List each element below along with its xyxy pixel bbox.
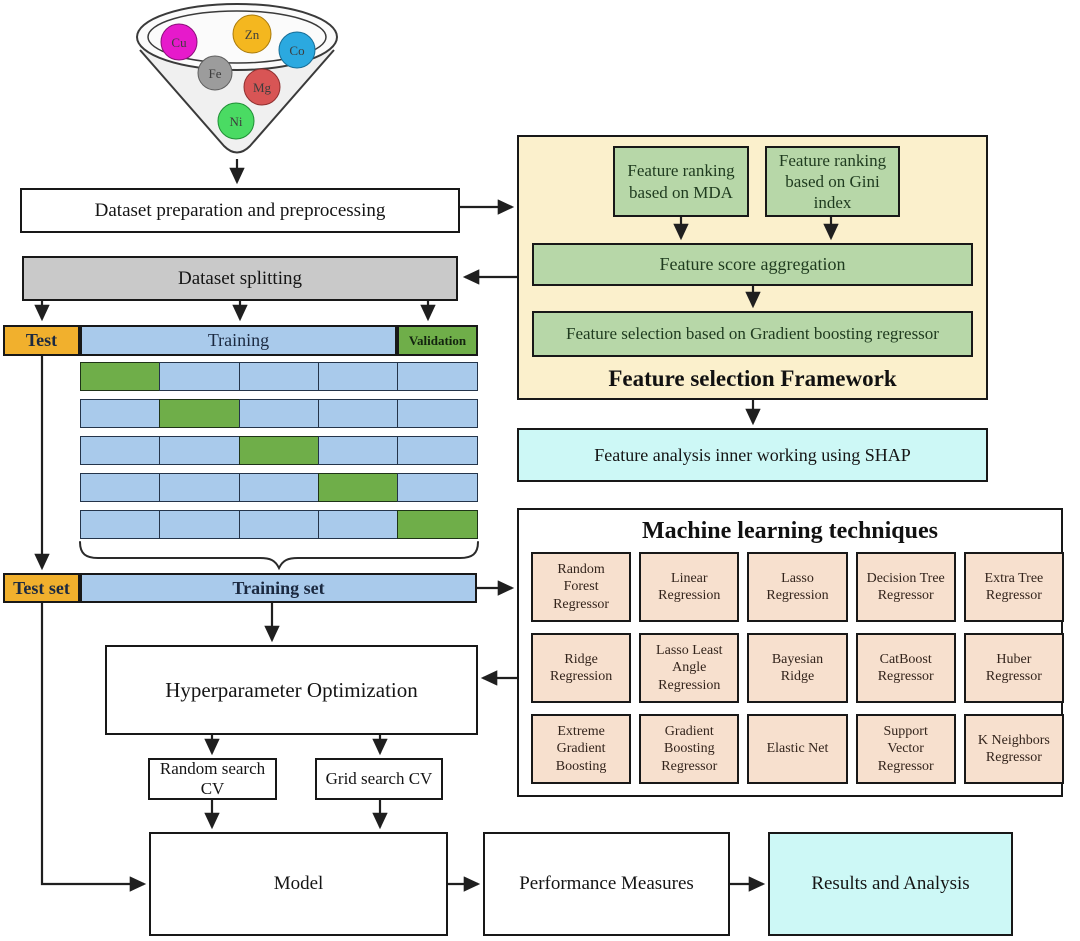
cv-cell-training (317, 399, 399, 428)
ml-technique-cell: Huber Regressor (963, 633, 1064, 703)
cv-row (80, 399, 478, 428)
cv-cell-validation (80, 362, 161, 391)
ml-technique-cell: Extreme Gradient Boosting (531, 714, 632, 784)
cv-row (80, 436, 478, 465)
cv-cell-training (159, 436, 241, 465)
cv-cell-training (317, 362, 399, 391)
ml-technique-cell: CatBoost Regressor (855, 633, 956, 703)
model-box: Model (149, 832, 448, 936)
cv-cell-training (238, 362, 320, 391)
cv-cell-training (159, 473, 241, 502)
element-label-mg: Mg (253, 80, 272, 95)
training-segment: Training (80, 325, 397, 356)
cv-cell-validation (159, 399, 241, 428)
element-circle-mg: Mg (243, 68, 281, 106)
element-circle-ni: Ni (217, 102, 255, 140)
dataset-splitting-box: Dataset splitting (22, 256, 458, 301)
ml-technique-cell: Bayesian Ridge (747, 633, 848, 703)
element-circle-cu: Cu (160, 23, 198, 61)
element-label-zn: Zn (245, 27, 260, 42)
ml-technique-cell: Gradient Boosting Regressor (639, 714, 740, 784)
funnel-icon: Cu Zn Co Fe Mg Ni (136, 3, 338, 154)
cv-cell-validation (238, 436, 320, 465)
element-circle-co: Co (278, 31, 316, 69)
random-search-cv-box: Random search CV (148, 758, 277, 800)
feature-ranking-mda-box: Feature ranking based on MDA (613, 146, 749, 217)
cv-row (80, 473, 478, 502)
cv-cell-training (317, 436, 399, 465)
feature-selection-gbr-box: Feature selection based on Gradient boos… (532, 311, 973, 357)
ml-technique-cell: Extra Tree Regressor (963, 552, 1064, 622)
cv-cell-training (80, 399, 161, 428)
cv-cell-validation (397, 510, 478, 539)
ml-technique-cell: Ridge Regression (531, 633, 632, 703)
validation-segment: Validation (397, 325, 478, 356)
feature-score-aggregation-box: Feature score aggregation (532, 243, 973, 286)
grid-search-cv-box: Grid search CV (315, 758, 443, 800)
cv-cell-training (159, 362, 241, 391)
test-set-segment: Test set (3, 573, 80, 603)
cv-cell-training (238, 473, 320, 502)
cv-cell-training (397, 362, 478, 391)
cv-cell-training (397, 399, 478, 428)
ml-technique-cell: Decision Tree Regressor (855, 552, 956, 622)
element-label-fe: Fe (209, 66, 222, 81)
cv-cell-training (238, 510, 320, 539)
element-circle-fe: Fe (197, 55, 233, 91)
feature-ranking-gini-box: Feature ranking based on Gini index (765, 146, 900, 217)
element-label-co: Co (289, 43, 304, 58)
element-label-ni: Ni (230, 114, 243, 129)
cv-row (80, 362, 478, 391)
ml-technique-cell: Lasso Least Angle Regression (639, 633, 740, 703)
ml-technique-cell: Elastic Net (747, 714, 848, 784)
ml-techniques-title: Machine learning techniques (641, 517, 938, 544)
ml-technique-cell: Support Vector Regressor (855, 714, 956, 784)
dataset-preparation-box: Dataset preparation and preprocessing (20, 188, 460, 233)
cv-cell-training (397, 473, 478, 502)
ml-technique-cell: Lasso Regression (747, 552, 848, 622)
feature-selection-framework-title: Feature selection Framework (608, 366, 897, 391)
cv-grid (80, 362, 478, 539)
cv-row (80, 510, 478, 539)
cv-cell-training (80, 510, 161, 539)
underbrace (79, 541, 479, 571)
ml-technique-cell: Random Forest Regressor (531, 552, 632, 622)
hyperparameter-optimization-box: Hyperparameter Optimization (105, 645, 478, 735)
test-segment: Test (3, 325, 80, 356)
ml-technique-cell: K Neighbors Regressor (963, 714, 1064, 784)
shap-analysis-box: Feature analysis inner working using SHA… (517, 428, 988, 482)
training-set-segment: Training set (80, 573, 477, 603)
cv-cell-training (159, 510, 241, 539)
element-label-cu: Cu (171, 35, 187, 50)
cv-cell-validation (317, 473, 399, 502)
performance-measures-box: Performance Measures (483, 832, 730, 936)
cv-cell-training (80, 436, 161, 465)
element-circle-zn: Zn (232, 14, 272, 54)
cv-cell-training (80, 473, 161, 502)
ml-technique-cell: Linear Regression (639, 552, 740, 622)
cv-cell-training (397, 436, 478, 465)
results-analysis-box: Results and Analysis (768, 832, 1013, 936)
cv-cell-training (317, 510, 399, 539)
cv-cell-training (238, 399, 320, 428)
